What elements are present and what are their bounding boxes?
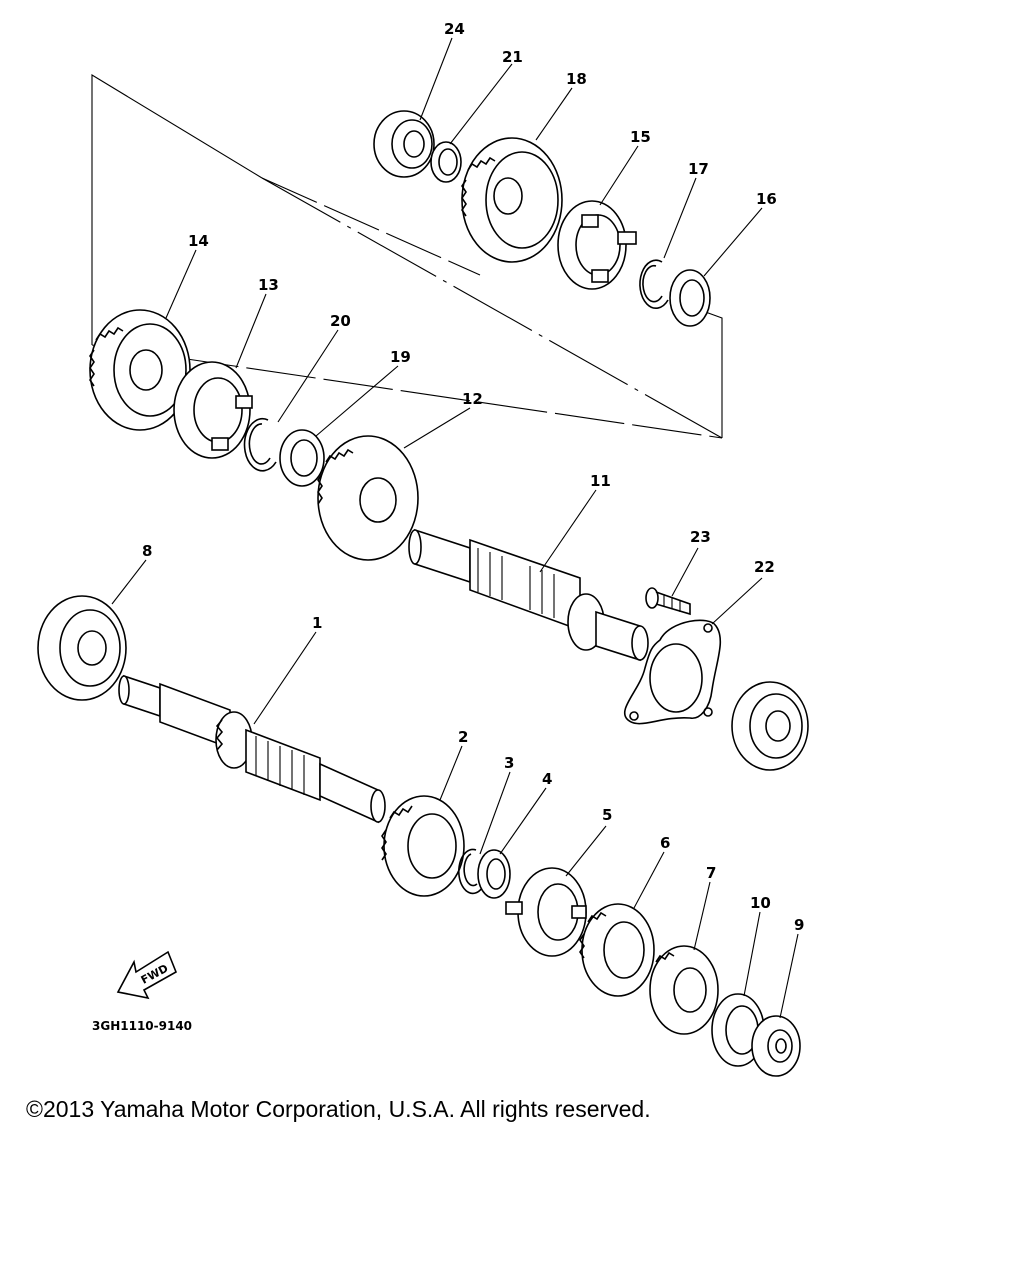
label-9: 9 (794, 916, 804, 934)
assembly-bracket (91, 74, 723, 439)
part-12-gear (317, 435, 419, 561)
part-labels: 24 21 18 15 17 16 14 13 20 19 12 11 23 2… (142, 20, 804, 934)
part-18-gear (461, 137, 563, 263)
label-20: 20 (330, 312, 351, 330)
label-7: 7 (706, 864, 716, 882)
transmission-exploded-diagram: 24 21 18 15 17 16 14 13 20 19 12 11 23 2… (37, 20, 809, 1077)
part-9-bearing (751, 1015, 801, 1077)
part-20-circlip (243, 417, 277, 472)
part-1-main-axle (118, 674, 386, 824)
part-6-gear (579, 903, 655, 997)
label-3: 3 (504, 754, 514, 772)
diagram-part-number: 3GH1110-9140 (92, 1019, 192, 1033)
part-11-drive-axle (408, 528, 649, 662)
part-15-dog-gear (557, 200, 637, 290)
label-12: 12 (462, 390, 483, 408)
label-10: 10 (750, 894, 771, 912)
label-16: 16 (756, 190, 777, 208)
label-17: 17 (688, 160, 709, 178)
label-1: 1 (312, 614, 322, 632)
part-5-dog-gear (505, 867, 587, 957)
label-21: 21 (502, 48, 523, 66)
part-22-retainer-plate (623, 619, 722, 725)
part-4-washer (477, 849, 511, 899)
part-7-gear (649, 945, 719, 1035)
label-15: 15 (630, 128, 651, 146)
label-22: 22 (754, 558, 775, 576)
part-2-gear (381, 795, 465, 897)
label-24: 24 (444, 20, 465, 38)
label-2: 2 (458, 728, 468, 746)
label-11: 11 (590, 472, 611, 490)
label-14: 14 (188, 232, 209, 250)
label-6: 6 (660, 834, 670, 852)
part-16-washer (669, 269, 711, 327)
part-10-collar (711, 993, 765, 1067)
drive-axle-bearing (731, 681, 809, 771)
label-5: 5 (602, 806, 612, 824)
part-14-gear (89, 309, 191, 431)
part-3-circlip (458, 848, 483, 895)
label-8: 8 (142, 542, 152, 560)
label-4: 4 (542, 770, 552, 788)
part-8-bearing (37, 595, 127, 701)
label-13: 13 (258, 276, 279, 294)
label-19: 19 (390, 348, 411, 366)
leader-lines (111, 37, 799, 1019)
fwd-arrow: FWD (116, 950, 178, 1000)
part-19-washer (279, 429, 325, 487)
part-17-circlip (639, 259, 669, 310)
part-23-screw (645, 587, 691, 616)
part-21-washer (430, 141, 462, 183)
part-24-bearing (373, 110, 435, 178)
copyright-notice: ©2013 Yamaha Motor Corporation, U.S.A. A… (26, 1096, 651, 1122)
part-13-dog-gear (173, 361, 253, 459)
label-23: 23 (690, 528, 711, 546)
label-18: 18 (566, 70, 587, 88)
